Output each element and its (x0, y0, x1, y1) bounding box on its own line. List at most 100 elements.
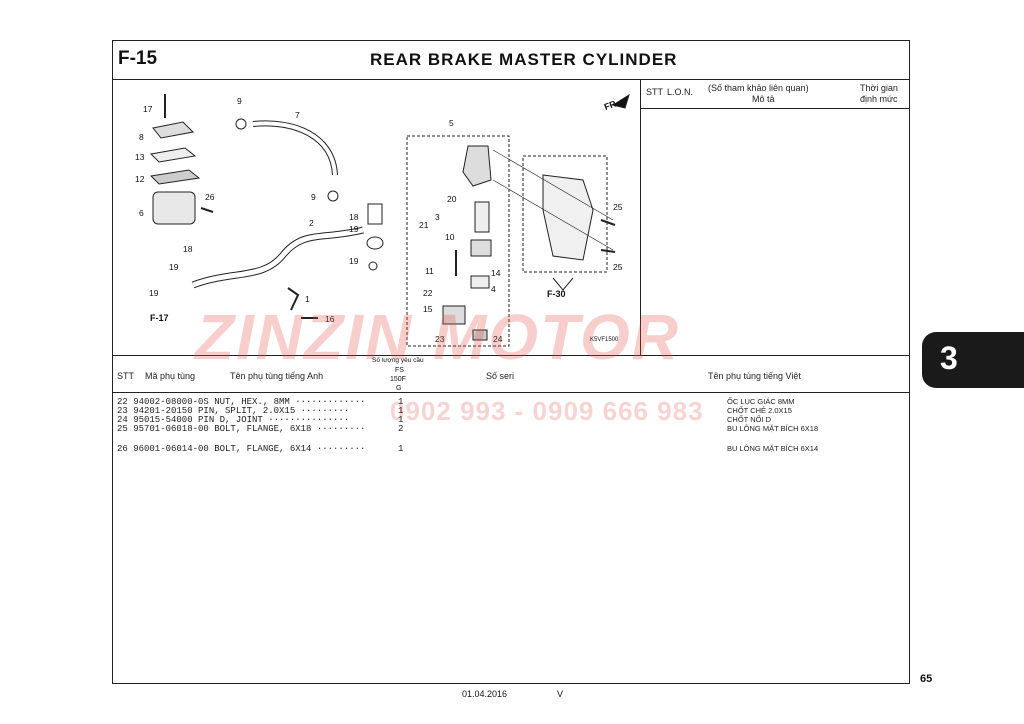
fr-arrow-shape (611, 93, 630, 109)
clevis-15-shape (442, 305, 466, 325)
ref-col-time-1: Thời gian (860, 83, 898, 93)
table-row-qty: 1 (398, 444, 404, 454)
leader-25b (492, 179, 614, 251)
table-row-vi: CHỐT CHẺ 2.0X15 (727, 406, 792, 415)
svg-text:20: 20 (447, 194, 457, 204)
ref-col-time-2: định mức (860, 94, 898, 104)
hdr-part-no: Mã phụ tùng (145, 371, 196, 381)
bolt-26-shape (200, 207, 214, 213)
svg-text:26: 26 (205, 192, 215, 202)
table-row-qty: 1 (398, 406, 404, 416)
svg-text:7: 7 (295, 110, 300, 120)
svg-text:14: 14 (491, 268, 501, 278)
svg-text:19: 19 (169, 262, 179, 272)
table-row-qty: 1 (398, 415, 404, 425)
svg-text:2: 2 (309, 218, 314, 228)
svg-text:3: 3 (435, 212, 440, 222)
page-title: REAR BRAKE MASTER CYLINDER (370, 50, 678, 69)
arrow-f30-shape (552, 277, 574, 291)
bolt-25b-shape (600, 249, 616, 253)
table-top-line (112, 355, 910, 356)
figure-code: F-15 (118, 48, 158, 69)
svg-text:18: 18 (349, 212, 359, 222)
svg-text:8: 8 (139, 132, 144, 142)
svg-text:17: 17 (143, 104, 153, 114)
page-frame (112, 40, 910, 684)
footer-version: V (557, 689, 564, 699)
footer-date: 01.04.2016 (462, 689, 508, 699)
hdr-name-en: Tên phụ tùng tiếng Anh (230, 371, 324, 381)
hose-7-inner (252, 121, 337, 176)
svg-text:11: 11 (425, 266, 434, 276)
svg-text:9: 9 (311, 192, 316, 202)
page-number: 65 (920, 673, 933, 685)
table-row-vi: BU LÔNG MẶT BÍCH 6X18 (727, 424, 819, 433)
svg-text:1: 1 (305, 294, 310, 304)
section-tab: 3 (922, 332, 1024, 388)
clamp-1-shape (287, 287, 300, 311)
watermark-brand: ZINZIN MOTOR (195, 301, 680, 373)
table-row-vi: ỐC LỤC GIÁC 8MM (727, 397, 795, 406)
hdr-fs: FS (395, 367, 404, 374)
boot-4-shape (470, 275, 490, 289)
ref-col-desc: Mô tả (752, 94, 775, 104)
hdr-name-vi: Tên phụ tùng tiếng Việt (708, 371, 801, 381)
svg-text:12: 12 (135, 174, 145, 184)
clip-9b-shape (327, 190, 339, 202)
section-tab-number: 3 (940, 340, 958, 376)
washer-19-shape (368, 261, 378, 271)
watermark-phone: 0902 993 - 0909 666 983 (390, 396, 704, 426)
plate-13-shape (149, 147, 197, 163)
bolt-18-shape (367, 203, 383, 225)
cap-8-shape (152, 121, 195, 139)
joint-shape (366, 236, 384, 250)
bolt-25a-shape (600, 219, 616, 226)
hose-2-inner (192, 227, 364, 288)
table-row: 22 94002-08000-0S NUT, HEX., 8MM ·······… (117, 397, 366, 407)
spring-10-shape (474, 201, 490, 233)
table-row: 24 95015-54000 PIN D, JOINT ············… (117, 415, 350, 425)
image-code: K5VF1500 (590, 337, 619, 343)
ref-panel-divider (640, 79, 641, 355)
qty-note: Số lượng yêu cầu (372, 357, 424, 364)
svg-text:6: 6 (139, 208, 144, 218)
table-row-qty: 1 (398, 397, 404, 407)
hdr-g: G (396, 385, 402, 392)
diaphragm-12-shape (149, 169, 201, 185)
table-row: 26 96001-06014-00 BOLT, FLANGE, 6X14 ···… (117, 444, 366, 454)
clip-9a-shape (235, 118, 247, 130)
svg-text:10: 10 (445, 232, 455, 242)
ref-panel-header-line (640, 108, 910, 109)
svg-text:22: 22 (423, 288, 433, 298)
svg-text:16: 16 (325, 314, 335, 324)
pin-24-shape (472, 329, 488, 341)
svg-text:9: 9 (237, 96, 242, 106)
svg-text:4: 4 (491, 284, 496, 294)
bracket-box (522, 155, 608, 273)
ref-col-stt: STT (646, 87, 663, 97)
table-row: 25 95701-06018-00 BOLT, FLANGE, 6X18 ···… (117, 424, 366, 434)
svg-text:18: 18 (183, 244, 193, 254)
bracket-shape (542, 174, 594, 261)
svg-text:25: 25 (613, 262, 623, 272)
table-row-vi: BU LÔNG MẶT BÍCH 6X14 (727, 444, 819, 453)
reservoir-6-shape (152, 191, 196, 225)
ref-col-lon: L.O.N. (667, 87, 694, 97)
ref-f17: F-17 (150, 313, 169, 323)
svg-text:13: 13 (135, 152, 145, 162)
title-divider (112, 79, 910, 80)
svg-text:23: 23 (435, 334, 445, 344)
svg-text:5: 5 (449, 118, 454, 128)
cylinder-body-shape (462, 145, 492, 187)
hdr-150f: 150F (390, 376, 406, 383)
piston-14-shape (470, 239, 492, 257)
ref-f30: F-30 (547, 289, 566, 299)
svg-text:24: 24 (493, 334, 503, 344)
hdr-stt: STT (117, 371, 134, 381)
svg-text:19: 19 (349, 256, 359, 266)
svg-text:21: 21 (419, 220, 429, 230)
ref-col-ref: (Số tham khảo liên quan) (708, 83, 809, 93)
table-row-vi: CHỐT NỐI D (727, 415, 772, 424)
hdr-serial: Số seri (486, 371, 515, 381)
